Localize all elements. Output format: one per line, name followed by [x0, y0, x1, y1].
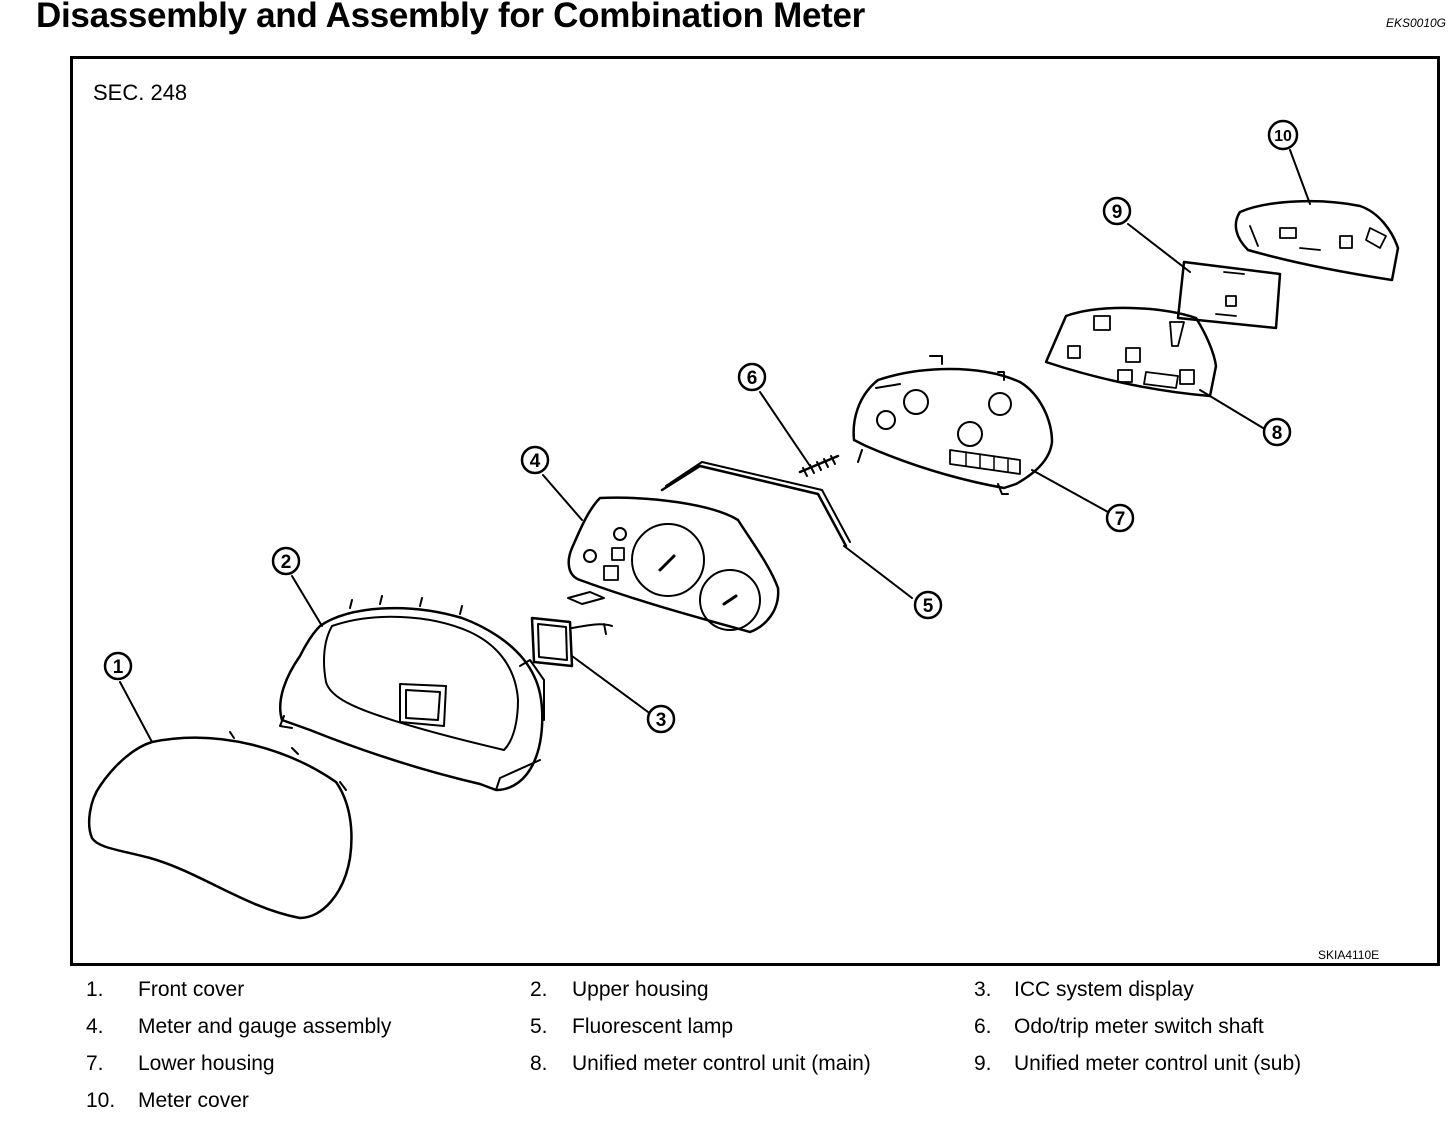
callout-4: 4	[520, 445, 550, 475]
front-cover-part	[88, 731, 353, 920]
figure-code: SKIA4110E	[1318, 948, 1380, 962]
svg-text:7: 7	[1115, 509, 1126, 530]
svg-text:4: 4	[530, 451, 541, 472]
svg-text:6: 6	[747, 368, 758, 389]
svg-text:1: 1	[113, 657, 124, 678]
icc-system-display-part	[530, 591, 613, 668]
callout-9: 9	[1102, 196, 1132, 226]
leader-lines	[119, 149, 1311, 743]
meter-control-unit-main-part	[1044, 306, 1218, 398]
lower-housing-part	[852, 355, 1054, 495]
callout-6: 6	[737, 362, 767, 392]
fluorescent-lamp-part	[660, 461, 851, 548]
callout-7: 7	[1105, 503, 1135, 533]
svg-text:2: 2	[281, 552, 292, 573]
callouts: 1 2 3 4 5 6 7 8	[103, 119, 1299, 734]
page-title: Disassembly and Assembly for Combination…	[36, 0, 866, 35]
svg-text:3: 3	[656, 710, 667, 731]
callout-3: 3	[646, 704, 676, 734]
section-label: SEC. 248	[93, 80, 188, 105]
document-code: EKS0010G	[1385, 16, 1446, 30]
callout-1: 1	[103, 651, 133, 681]
meter-cover-part	[1234, 199, 1400, 282]
callout-2: 2	[271, 546, 301, 576]
figure-frame	[70, 56, 1440, 966]
odo-trip-switch-shaft-part	[798, 454, 840, 477]
callout-10: 10	[1267, 119, 1299, 151]
callout-8: 8	[1262, 417, 1292, 447]
meter-gauge-assembly-part	[567, 496, 780, 634]
svg-text:5: 5	[923, 596, 934, 617]
svg-text:8: 8	[1272, 423, 1283, 444]
upper-housing-part	[278, 595, 545, 792]
meter-control-unit-sub-part	[1176, 260, 1282, 330]
svg-text:10: 10	[1274, 128, 1292, 145]
callout-5: 5	[913, 590, 943, 620]
svg-text:9: 9	[1112, 202, 1123, 223]
